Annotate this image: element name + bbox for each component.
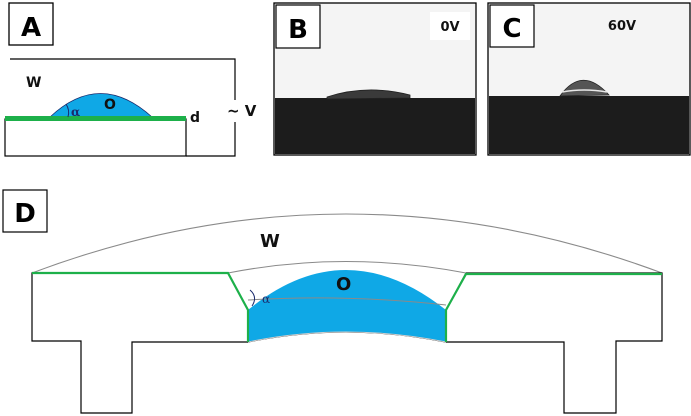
oil-body-d bbox=[248, 270, 446, 342]
water-label-d: W bbox=[260, 231, 280, 252]
dielectric-layer-left bbox=[32, 271, 250, 342]
panel-d: D W O α bbox=[2, 189, 663, 414]
water-meniscus-inner bbox=[227, 261, 467, 274]
panel-c-substrate-dark bbox=[489, 96, 689, 154]
water-meniscus-outer bbox=[31, 213, 663, 274]
panel-b-label-box bbox=[275, 4, 321, 49]
panel-b-voltage-bg bbox=[430, 12, 470, 40]
panel-c: C 60V bbox=[487, 2, 691, 156]
oil-bottom-boundary bbox=[247, 331, 447, 343]
panel-c-droplet bbox=[559, 79, 610, 97]
panel-c-droplet-highlight bbox=[561, 89, 608, 93]
angle-label-d: α bbox=[262, 292, 270, 306]
contact-angle-arc-d bbox=[249, 289, 256, 307]
panel-a-label: A bbox=[21, 13, 41, 43]
oil-droplet-a bbox=[48, 93, 154, 118]
dielectric-layer-right bbox=[444, 272, 662, 342]
panel-b-droplet bbox=[326, 89, 411, 100]
substrate-a bbox=[4, 118, 187, 157]
panel-b-substrate-dark bbox=[275, 98, 475, 154]
oil-label-a: O bbox=[104, 97, 116, 113]
panel-c-label: C bbox=[502, 14, 521, 44]
water-label-a: W bbox=[26, 75, 41, 91]
oil-interface-line bbox=[247, 297, 447, 306]
dielectric-label-a: d bbox=[190, 110, 200, 126]
dielectric-layer-a bbox=[5, 116, 186, 121]
panel-c-label-box bbox=[489, 4, 535, 48]
panel-c-voltage-label: 60V bbox=[608, 19, 636, 34]
angle-label-a: α bbox=[71, 105, 80, 119]
panel-b-label: B bbox=[288, 15, 308, 45]
panel-d-label-box bbox=[2, 189, 48, 233]
panel-d-label: D bbox=[14, 199, 36, 229]
voltage-source-label-a: ~ V bbox=[227, 102, 257, 120]
contact-angle-arc-a bbox=[65, 103, 70, 118]
oil-label-d: O bbox=[336, 274, 351, 295]
circuit-wire bbox=[10, 58, 236, 157]
panel-b-voltage-label: 0V bbox=[440, 20, 459, 35]
panel-b: B 0V bbox=[273, 2, 477, 156]
panel-a: A W O α d ~ V bbox=[4, 2, 257, 157]
panel-a-label-box bbox=[8, 2, 54, 46]
